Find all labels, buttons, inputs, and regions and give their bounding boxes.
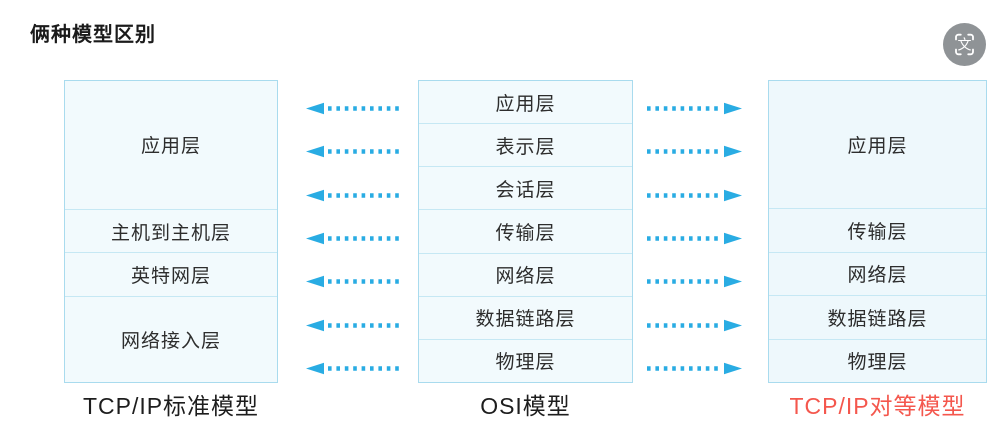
tcpip-peer-application-layer: 应用层 — [847, 136, 908, 158]
page-title: 俩种模型区别 — [30, 24, 156, 46]
tcpip-std-internet-layer: 英特网层 — [65, 252, 277, 296]
tcpip-standard-label: TCP/IP标准模型 — [82, 393, 260, 419]
dotted-arrow-right-icon — [646, 274, 743, 289]
tcpip-std-network-access-layer: 网络接入层 — [65, 295, 277, 382]
translate-icon: 文 — [943, 23, 986, 66]
osi-presentation-layer: 表示层 — [419, 123, 632, 166]
dotted-arrow-right-icon — [646, 144, 743, 159]
dotted-arrow-left-icon — [305, 318, 402, 333]
dotted-arrow-left-icon — [305, 101, 402, 116]
dotted-arrow-right-icon — [646, 318, 743, 333]
dotted-arrow-left-icon — [305, 188, 402, 203]
osi-physical-layer: 物理层 — [419, 338, 632, 382]
dotted-arrow-right-icon — [646, 231, 743, 246]
dotted-arrow-left-icon — [305, 274, 402, 289]
osi-data-link-layer: 数据链路层 — [419, 295, 632, 339]
tcpip-peer-network-layer: 网络层 — [769, 251, 986, 295]
tcpip-peer-column: 应用层 传输层 网络层 数据链路层 物理层 — [768, 80, 987, 383]
osi-application-layer: 应用层 — [495, 93, 556, 115]
osi-session-layer: 会话层 — [419, 166, 632, 209]
right-arrows-group — [646, 87, 743, 390]
tcpip-std-application-layer: 应用层 — [140, 136, 201, 158]
left-arrows-group — [305, 87, 402, 390]
tcpip-peer-transport-layer: 传输层 — [769, 208, 986, 251]
tcpip-peer-data-link-layer: 数据链路层 — [769, 295, 986, 338]
osi-transport-layer: 传输层 — [419, 209, 632, 252]
tcpip-std-host-to-host-layer: 主机到主机层 — [65, 208, 277, 253]
tcpip-standard-column: 应用层 主机到主机层 英特网层 网络接入层 — [64, 80, 278, 383]
osi-column: 应用层 表示层 会话层 传输层 网络层 数据链路层 物理层 — [418, 80, 633, 383]
osi-label: OSI模型 — [480, 393, 571, 419]
dotted-arrow-right-icon — [646, 101, 743, 116]
dotted-arrow-left-icon — [305, 144, 402, 159]
osi-network-layer: 网络层 — [419, 252, 632, 296]
translate-glyph: 文 — [958, 37, 972, 53]
translate-button[interactable]: 文 — [942, 22, 987, 67]
dotted-arrow-left-icon — [305, 231, 402, 246]
dotted-arrow-right-icon — [646, 361, 743, 376]
dotted-arrow-right-icon — [646, 188, 743, 203]
tcpip-peer-physical-layer: 物理层 — [769, 338, 986, 382]
tcpip-peer-label: TCP/IP对等模型 — [789, 393, 966, 419]
dotted-arrow-left-icon — [305, 361, 402, 376]
